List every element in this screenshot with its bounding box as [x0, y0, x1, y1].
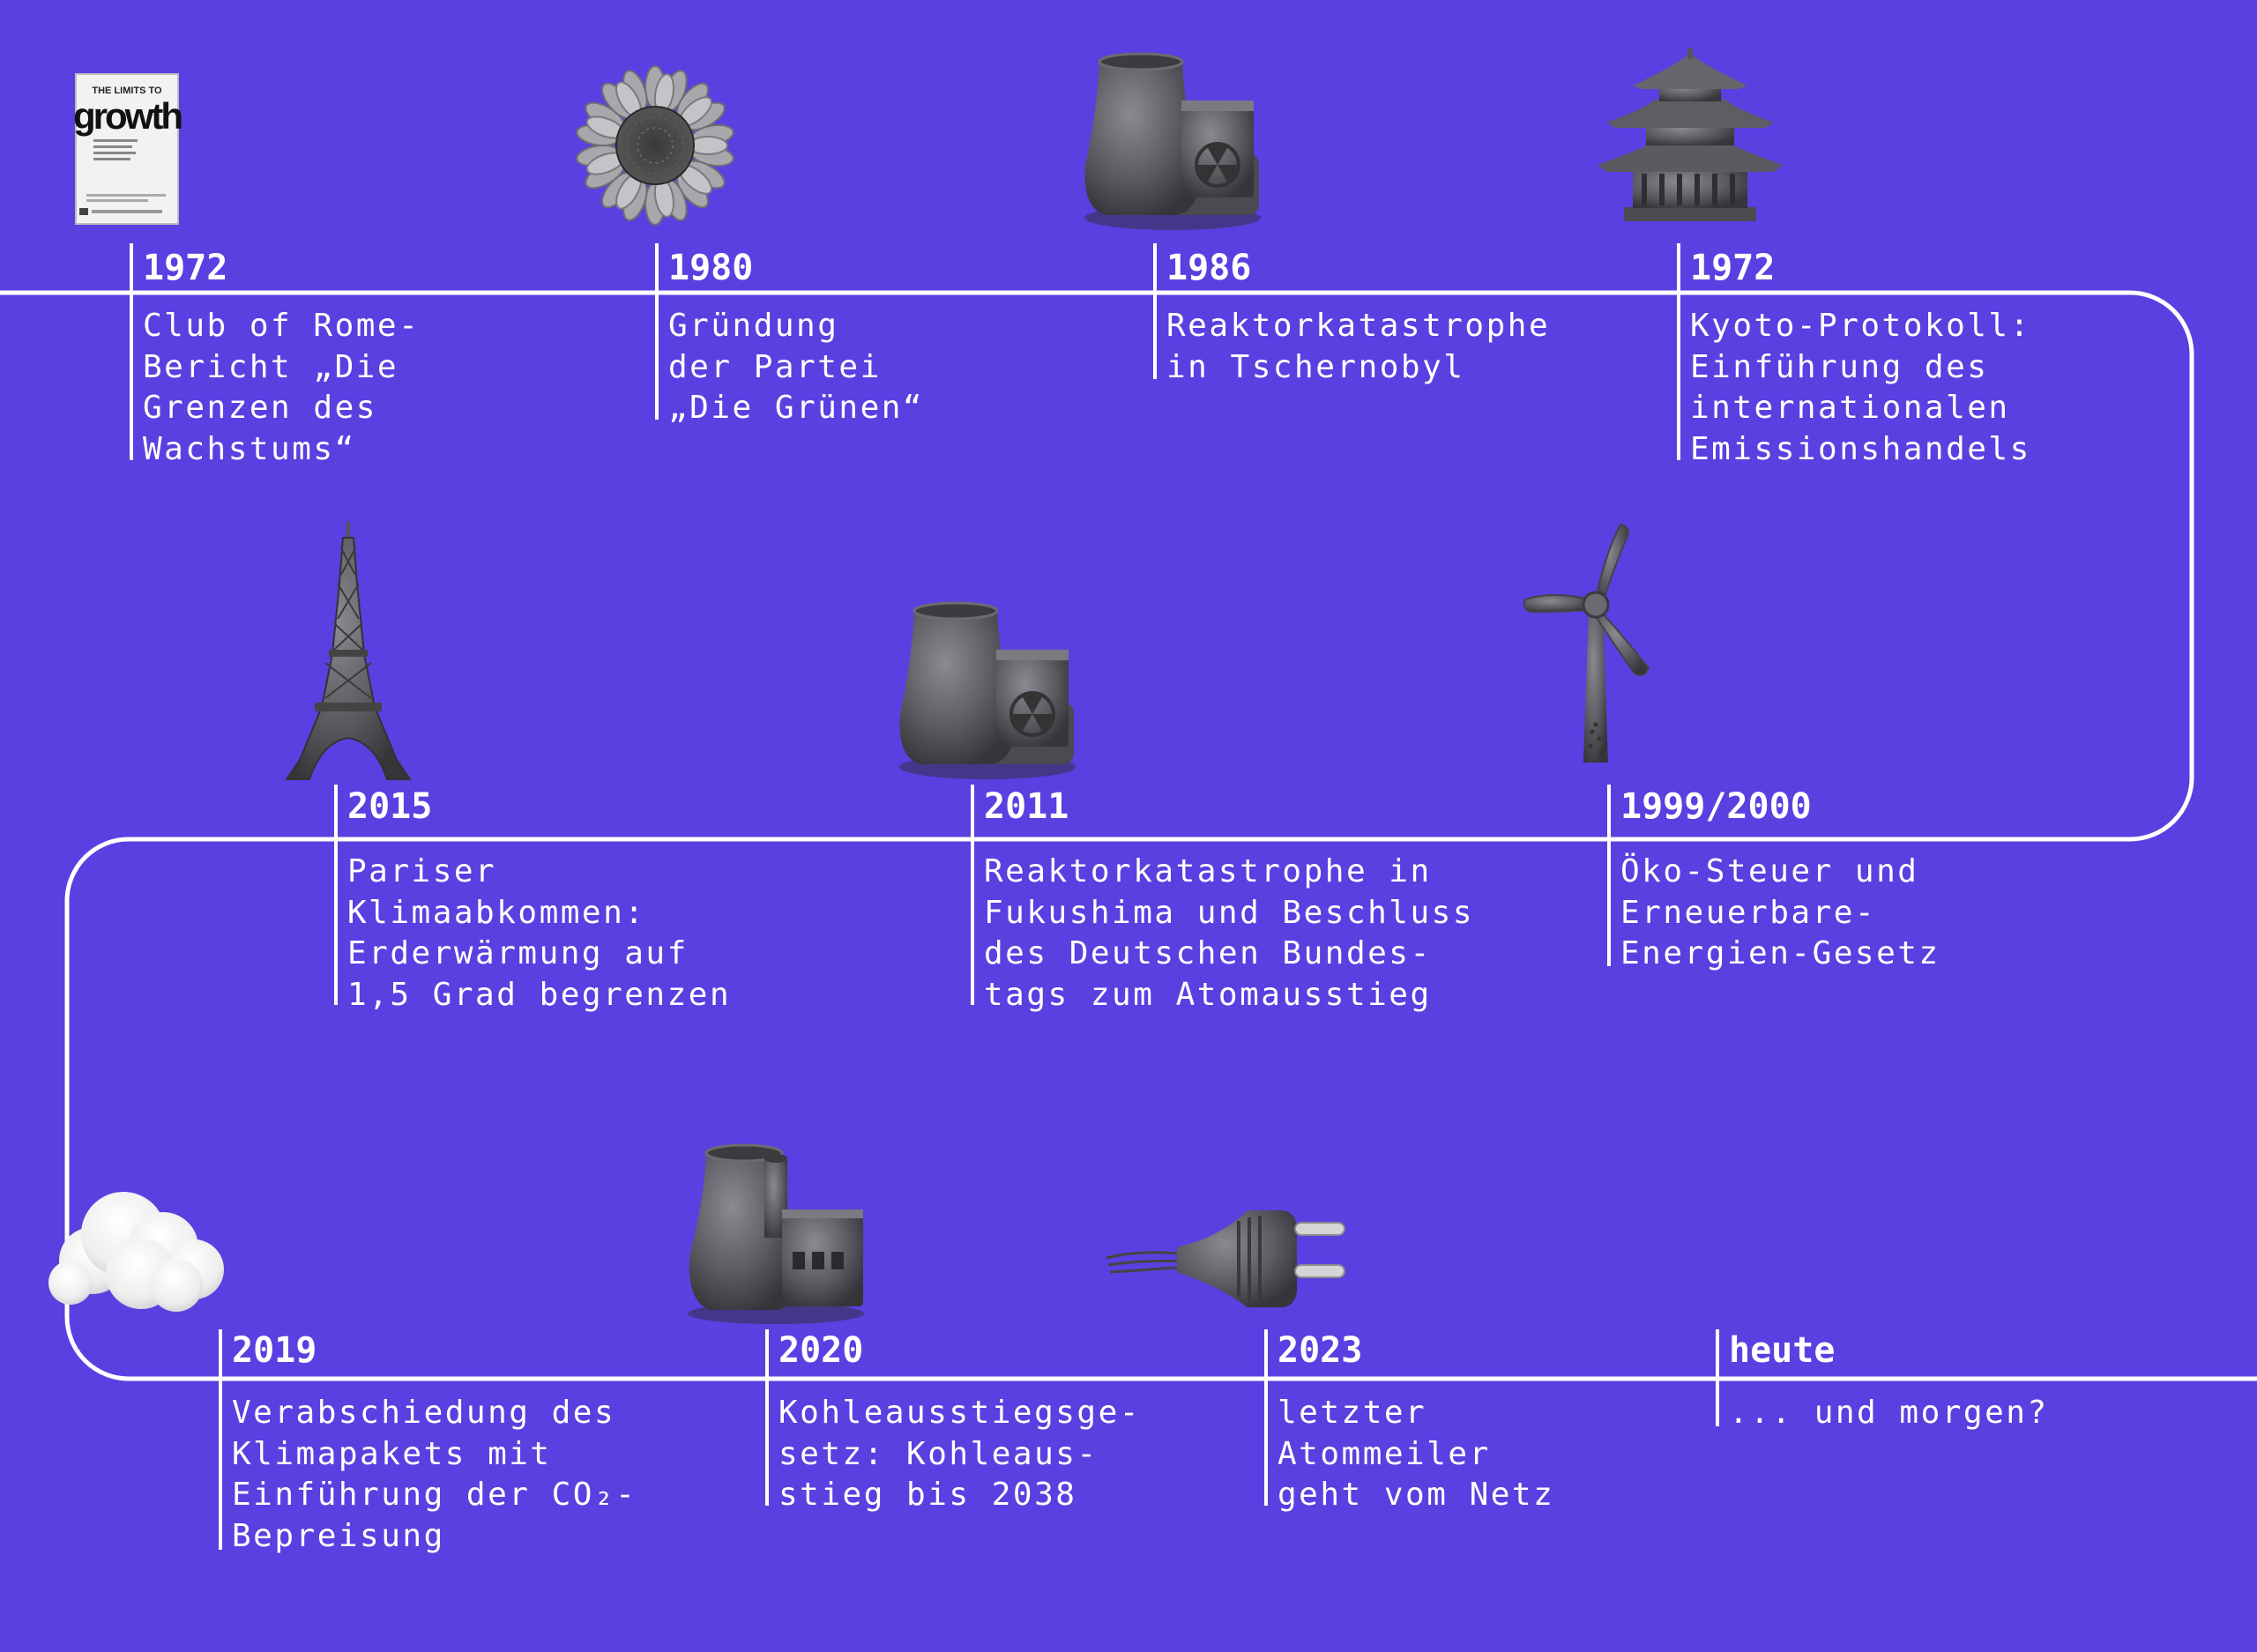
event-description: letzter Atommeiler geht vom Netz	[1277, 1395, 1555, 1513]
event-tick	[130, 243, 133, 460]
event-year-2015: 2015	[347, 786, 433, 827]
event-year-1972: 1972	[143, 248, 228, 288]
wind-turbine-icon	[1523, 523, 1650, 763]
book-icon: THE LIMITS TO growth	[73, 73, 184, 225]
event-description: Reaktorkatastrophe in Tschernobyl	[1166, 308, 1551, 385]
nuclear-plant-icon	[899, 601, 1076, 779]
event-year-1999-2000: 1999/2000	[1620, 786, 1812, 827]
event-tick	[1264, 1329, 1268, 1506]
event-year-2019: 2019	[232, 1330, 317, 1371]
event-description: Kohleausstiegsge- setz: Kohleaus- stieg …	[778, 1395, 1141, 1513]
event-tick	[1153, 243, 1157, 379]
event-year-heute: heute	[1729, 1330, 1836, 1371]
event-description: Gründung der Partei „Die Grünen“	[668, 308, 925, 426]
event-description: ... und morgen?	[1729, 1395, 2049, 1431]
event-description: Kyoto-Protokoll: Einführung des internat…	[1690, 308, 2031, 467]
event-description: Verabschiedung des Klimapakets mit Einfü…	[232, 1395, 637, 1554]
event-year-1986: 1986	[1166, 248, 1252, 288]
event-tick	[219, 1329, 222, 1550]
event-description: Reaktorkatastrophe in Fukushima und Besc…	[984, 853, 1474, 1013]
eiffel-tower-icon	[285, 522, 412, 780]
event-tick	[1716, 1329, 1719, 1426]
event-description: Öko-Steuer und Erneuerbare- Energien-Ges…	[1620, 853, 1940, 971]
event-year-2011: 2011	[984, 786, 1069, 827]
event-tick	[1607, 785, 1611, 966]
event-description: Club of Rome- Bericht „Die Grenzen des W…	[143, 308, 421, 467]
event-year-1972-kyoto: 1972	[1690, 248, 1776, 288]
event-tick	[1677, 243, 1680, 460]
timeline-path	[0, 290, 2257, 1381]
factory-icon	[688, 1143, 864, 1324]
event-year-1980: 1980	[668, 248, 754, 288]
book-title-top: THE LIMITS TO	[92, 86, 162, 96]
cloud-icon	[48, 1192, 224, 1312]
event-tick	[765, 1329, 769, 1506]
sunflower-icon	[576, 65, 734, 226]
event-year-2023: 2023	[1277, 1330, 1363, 1371]
power-plug-icon	[1106, 1210, 1345, 1307]
book-title-word: growth	[73, 95, 182, 137]
event-description: Pariser Klimaabkommen: Erderwärmung auf …	[347, 853, 732, 1013]
event-tick	[334, 785, 338, 1005]
nuclear-plant-icon	[1084, 52, 1261, 230]
event-tick	[971, 785, 974, 1005]
event-year-2020: 2020	[778, 1330, 864, 1371]
event-tick	[655, 243, 659, 420]
pagoda-icon	[1598, 48, 1783, 221]
